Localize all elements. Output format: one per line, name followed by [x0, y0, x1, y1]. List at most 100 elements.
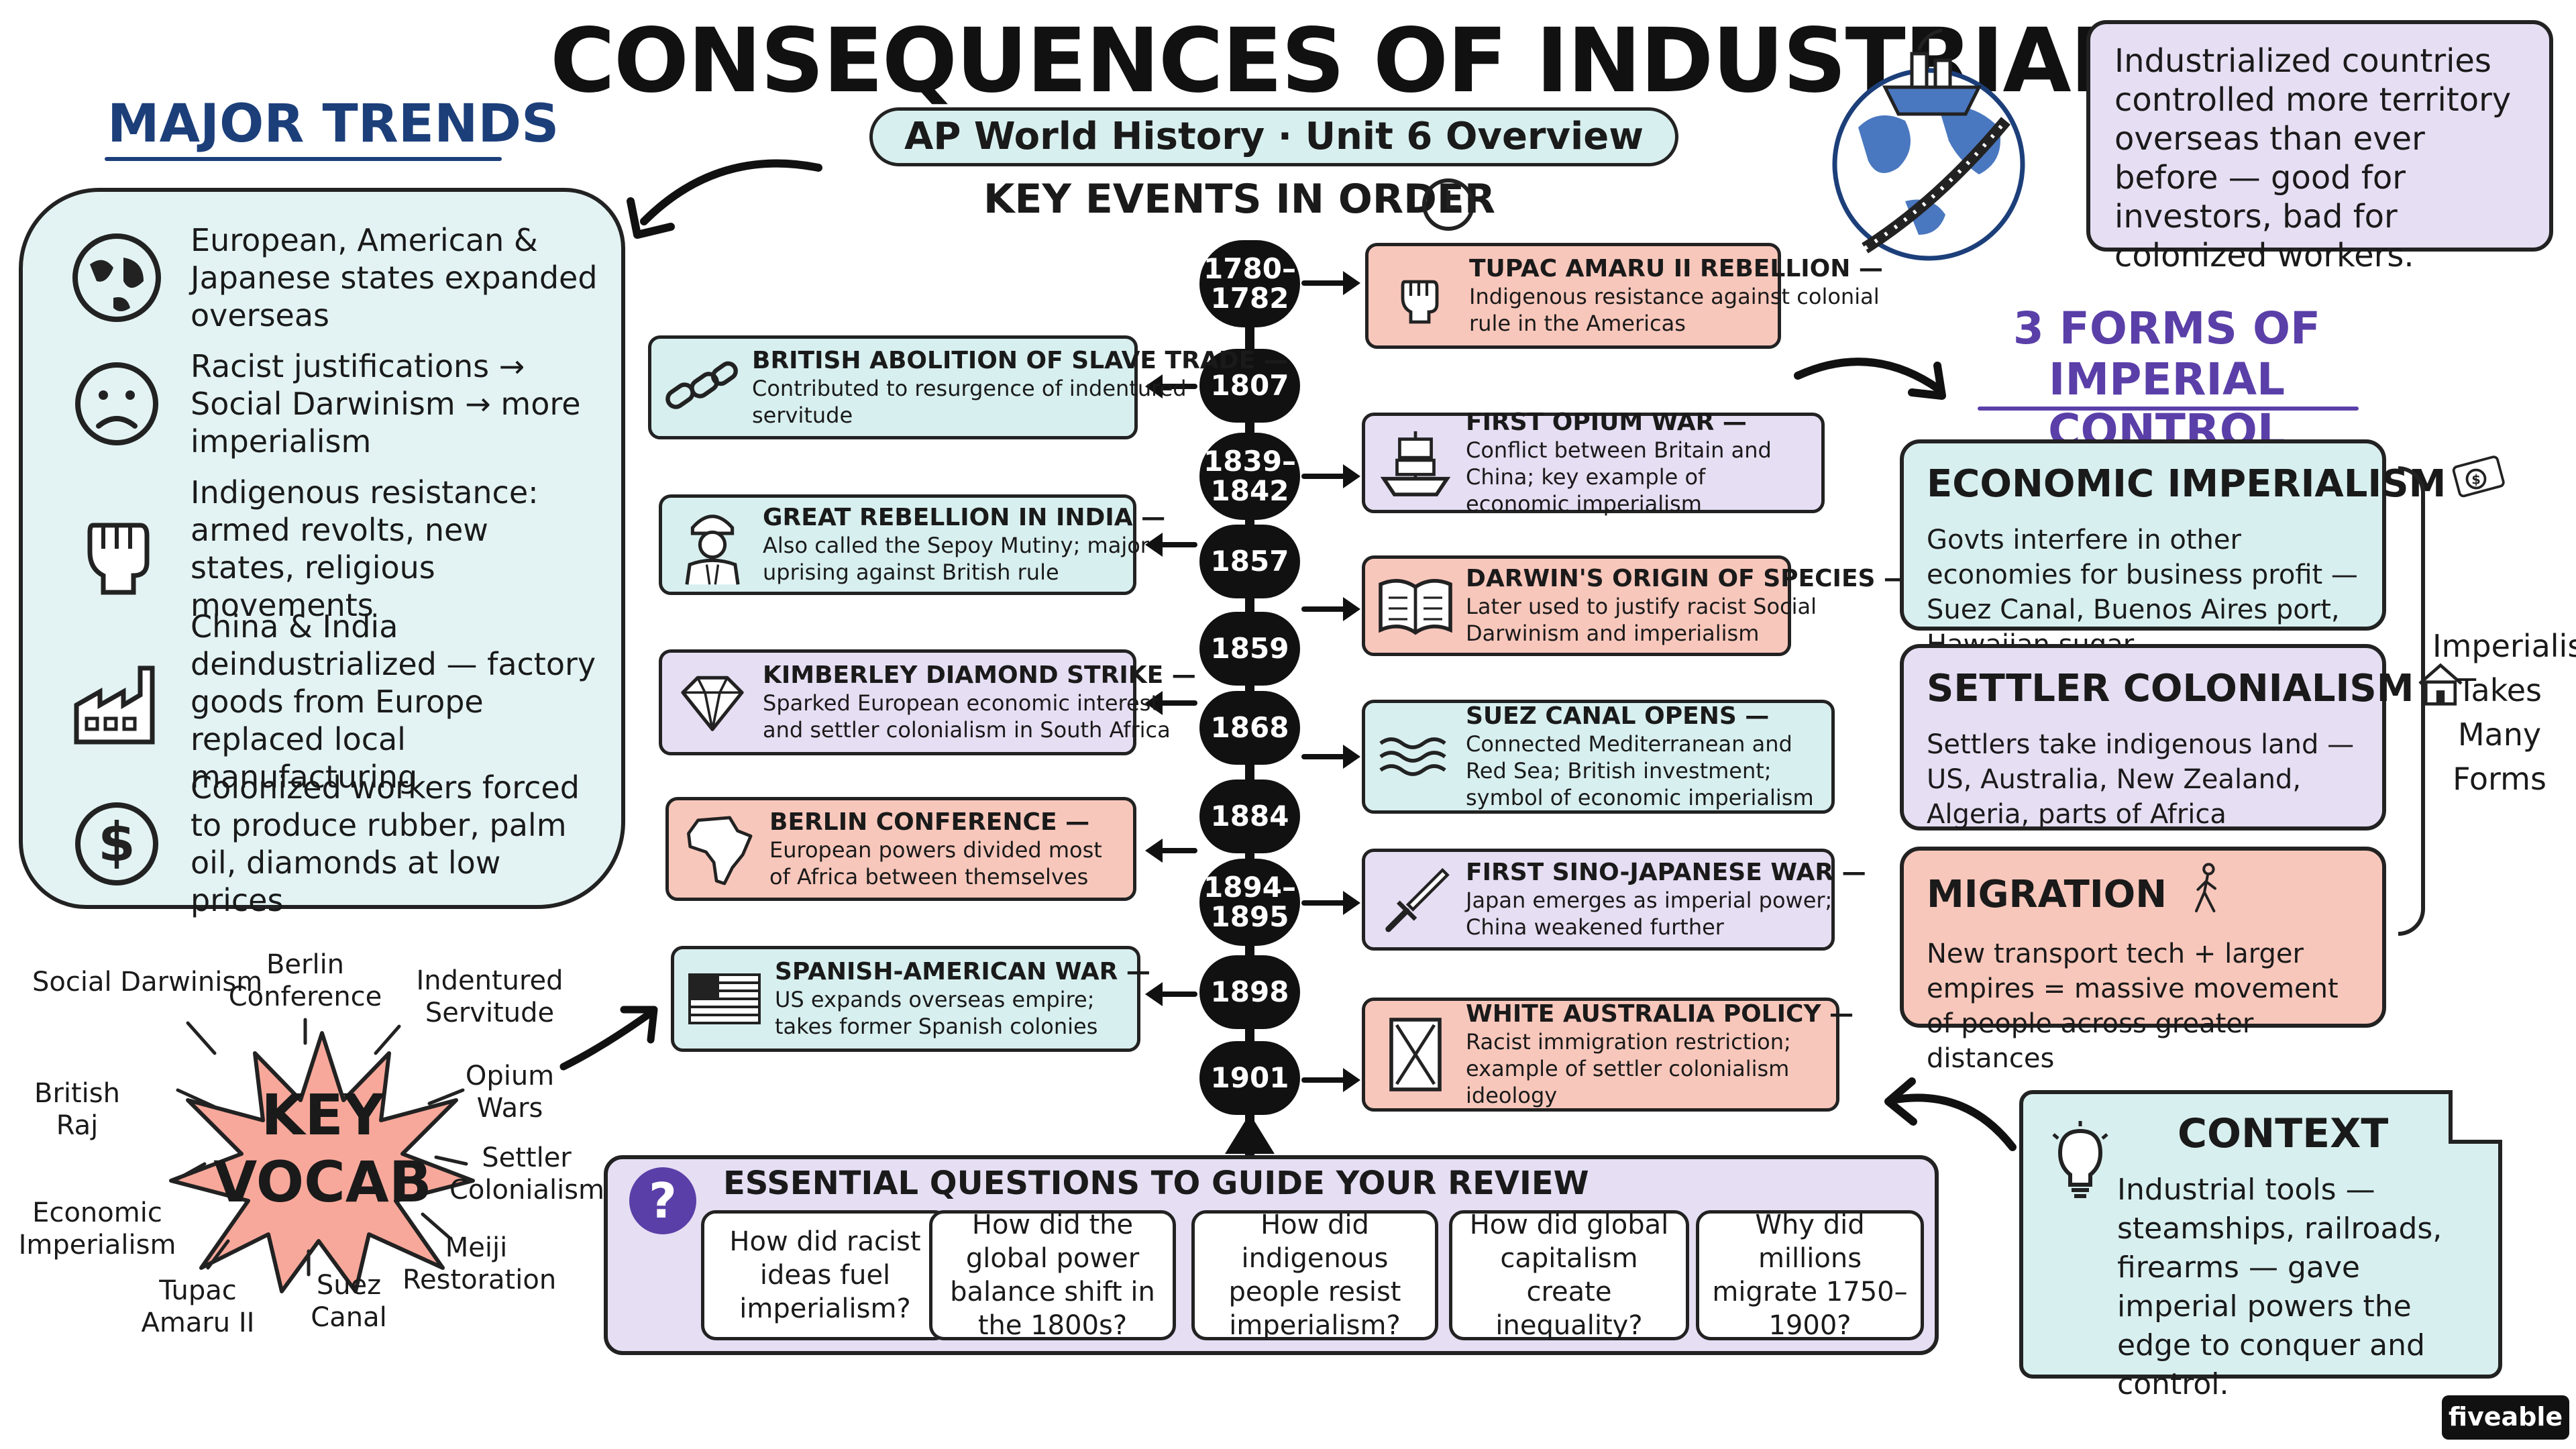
raised-fist-icon [1368, 262, 1469, 329]
trend-item: $ Colonized workers forced to produce ru… [63, 769, 600, 919]
trend-text: Indigenous resistance: armed revolts, ne… [191, 474, 539, 623]
form-card-economic-imperialism: ECONOMIC IMPERIALISM $ Govts interfere i… [1900, 439, 2506, 660]
event-description: Indigenous resistance against colonial r… [1469, 284, 1880, 336]
curved-arrow-to-forms [1794, 358, 1946, 400]
house-icon [2414, 660, 2467, 716]
arrow-left [1145, 691, 1197, 715]
lightbulb-icon [2050, 1121, 2110, 1204]
dollar-coin-icon: $ [63, 790, 170, 898]
event-description: Sparked European economic interest and s… [763, 690, 1171, 743]
event-description: Japan emerges as imperial power; China w… [1466, 888, 1833, 940]
arrow-left [1145, 839, 1197, 863]
soldier-icon [662, 501, 763, 588]
event-title: KIMBERLEY DIAMOND STRIKE — [763, 661, 1196, 689]
bracket-note: Imperialism Takes Many Forms [2432, 628, 2576, 797]
question-card: How did indigenous people resist imperia… [1191, 1210, 1438, 1341]
trend-text: Racist justifications → Social Darwinism… [191, 348, 581, 460]
event-card-white-australia: WHITE AUSTRALIA POLICY —Racist immigrati… [1362, 998, 1854, 1112]
event-card-spanish-american-war: SPANISH-AMERICAN WAR —US expands oversea… [671, 946, 1150, 1052]
form-title: SETTLER COLONIALISM [1927, 666, 2414, 710]
event-description: European powers divided most of Africa b… [769, 837, 1102, 890]
vocab-term: Berlin Conference [228, 949, 382, 1012]
trend-item: China & India deindustrialized — factory… [63, 608, 600, 796]
event-card-sino-japanese-war: FIRST SINO-JAPANESE WAR —Japan emerges a… [1362, 849, 1866, 951]
event-description: Conflict between Britain and China; key … [1466, 437, 1772, 517]
waves-icon [1365, 727, 1466, 787]
question-card: Why did millions migrate 1750–1900? [1696, 1210, 1924, 1341]
arrow-left [1145, 374, 1197, 398]
broken-chain-icon [651, 358, 752, 418]
forms-heading-line1: 3 FORMS OF [2012, 303, 2321, 354]
us-flag-icon [674, 965, 775, 1032]
timeline-node-1859: 1859 [1199, 612, 1300, 686]
trend-text: China & India deindustrialized — factory… [191, 608, 596, 795]
question-card: How did the global power balance shift i… [929, 1210, 1176, 1341]
event-card-berlin-conference: BERLIN CONFERENCE —European powers divid… [665, 797, 1136, 901]
event-description: Also called the Sepoy Mutiny; major upri… [763, 533, 1149, 585]
arrow-right [1301, 891, 1360, 915]
event-card-suez-canal: SUEZ CANAL OPENS —Connected Mediterranea… [1362, 700, 1835, 814]
raised-fist-icon [63, 495, 170, 602]
vocab-term: Suez Canal [311, 1270, 387, 1333]
arrow-right [1301, 271, 1360, 295]
event-description: US expands overseas empire; takes former… [775, 987, 1098, 1039]
event-title: TUPAC AMARU II REBELLION — [1469, 255, 1883, 282]
form-description: New transport tech + larger empires = ma… [1927, 938, 2339, 1074]
forms-heading-line2: IMPERIAL CONTROL [2048, 354, 2286, 456]
form-description: Govts interfere in other economies for b… [1927, 525, 2358, 660]
closed-door-icon [1365, 1014, 1466, 1095]
major-trends-underline [105, 157, 502, 161]
vocab-term: Indentured Servitude [416, 965, 564, 1028]
timeline-node-1901: 1901 [1199, 1041, 1300, 1115]
arrow-to-timeline [559, 1006, 658, 1071]
page-fold [2449, 1090, 2502, 1144]
imperialism-summary-box: Industrialized countries controlled more… [2086, 20, 2553, 274]
trend-item: Indigenous resistance: armed revolts, ne… [63, 474, 600, 624]
event-title: BERLIN CONFERENCE — [769, 808, 1090, 836]
vocab-rays [172, 1018, 468, 1277]
vocab-term: British Raj [34, 1078, 120, 1141]
form-description: Settlers take indigenous land — US, Aust… [1927, 729, 2355, 830]
form-card-migration: MIGRATION New transport tech + larger em… [1900, 847, 2386, 1074]
diamond-icon [662, 669, 763, 736]
event-title: GREAT REBELLION IN INDIA — [763, 504, 1166, 531]
question-mark-icon: ? [629, 1167, 696, 1234]
form-title: MIGRATION [1927, 872, 2167, 916]
event-description: Later used to justify racist Social Darw… [1466, 594, 1817, 646]
timeline-node-1868: 1868 [1199, 691, 1300, 765]
event-card-opium-war: FIRST OPIUM WAR —Conflict between Britai… [1362, 409, 1825, 517]
event-title: DARWIN'S ORIGIN OF SPECIES — [1466, 565, 1909, 592]
event-title: FIRST SINO-JAPANESE WAR — [1466, 859, 1866, 886]
walking-person-icon [2187, 863, 2227, 926]
timeline-node-1807: 1807 [1199, 349, 1300, 423]
vocab-term: Opium Wars [465, 1061, 555, 1124]
key-vocab-label: KEY VOCAB [199, 1081, 447, 1216]
question-card: How did global capitalism create inequal… [1449, 1210, 1689, 1341]
event-card-great-rebellion: GREAT REBELLION IN INDIA —Also called th… [659, 494, 1165, 595]
sad-face-icon [63, 350, 170, 458]
page-subtitle: AP World History · Unit 6 Overview [869, 107, 1678, 166]
form-title: ECONOMIC IMPERIALISM [1927, 462, 2447, 506]
trend-item: European, American & Japanese states exp… [63, 221, 600, 334]
timeline-node-1884: 1884 [1199, 780, 1300, 853]
sword-icon [1365, 863, 1466, 936]
context-heading: CONTEXT [2178, 1110, 2389, 1157]
event-description: Connected Mediterranean and Red Sea; Bri… [1466, 731, 1814, 810]
key-vocab-label-line1: KEY [261, 1082, 384, 1148]
forms-heading: 3 FORMS OF IMPERIAL CONTROL [1979, 303, 2355, 456]
event-card-slave-trade-abolition: BRITISH ABOLITION OF SLAVE TRADE —Contri… [648, 335, 1288, 439]
event-card-tupac-amaru: TUPAC AMARU II REBELLION —Indigenous res… [1365, 243, 1883, 349]
forms-underline [1978, 407, 2359, 411]
svg-text:$: $ [98, 811, 136, 873]
timeline-node-1780: 1780–1782 [1199, 240, 1300, 327]
svg-text:$: $ [2472, 472, 2481, 488]
open-book-icon [1365, 572, 1466, 639]
arrow-right [1301, 597, 1360, 621]
major-trends-panel: European, American & Japanese states exp… [19, 188, 625, 918]
curved-arrow-to-trends [627, 159, 822, 239]
arrow-left [1145, 982, 1197, 1006]
major-trends-heading: MAJOR TRENDS [107, 94, 559, 154]
arrow-right [1301, 1068, 1360, 1092]
vocab-term: Tupac Amaru II [141, 1275, 255, 1338]
context-text: Industrial tools — steamships, railroads… [2117, 1173, 2443, 1401]
